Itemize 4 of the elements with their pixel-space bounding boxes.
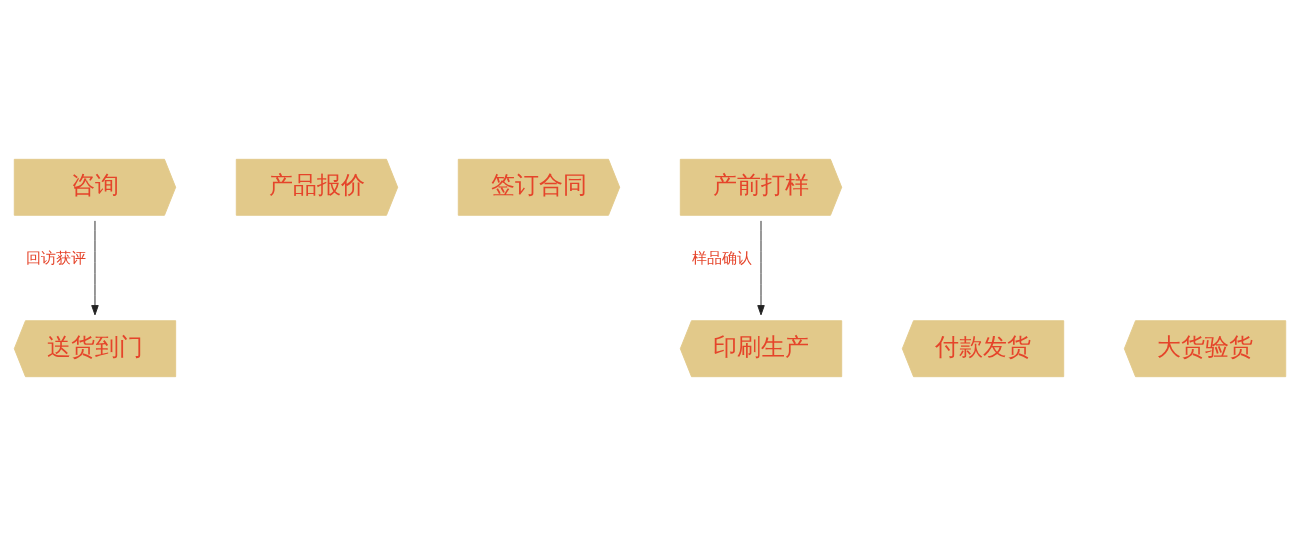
edge-label: 回访获评 bbox=[26, 248, 87, 267]
arrow bbox=[91, 219, 99, 315]
edge-label: 样品确认 bbox=[692, 248, 753, 267]
arrow bbox=[757, 219, 765, 315]
